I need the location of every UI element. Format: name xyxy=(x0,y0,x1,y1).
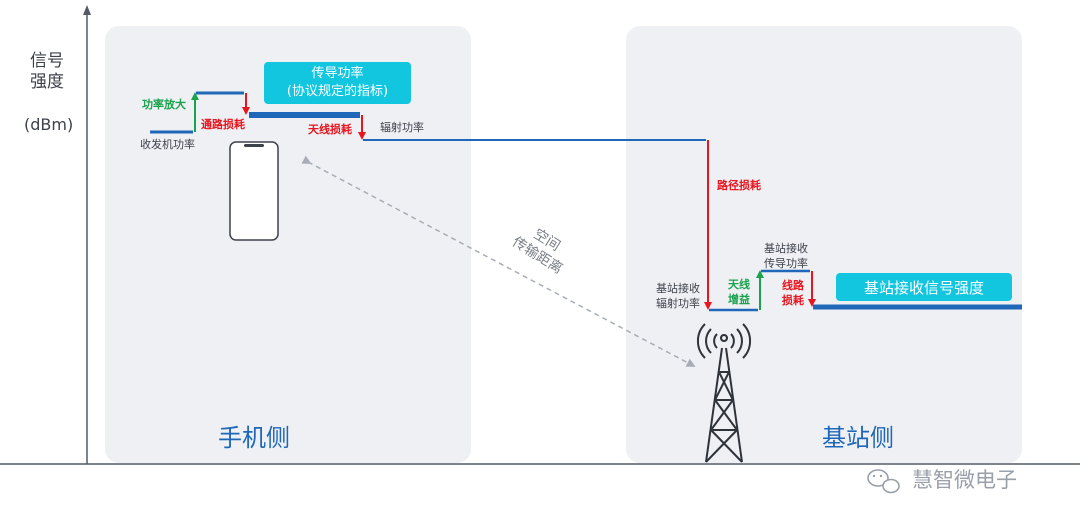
power-amplify-label: 功率放大 xyxy=(142,98,186,111)
signal-level-path xyxy=(150,91,1022,312)
conducted-power-note: (协议规定的指标) xyxy=(286,84,389,99)
bs-conducted-line1: 基站接收 xyxy=(764,242,808,255)
transmission-distance-arrow xyxy=(301,155,696,367)
antenna-gain-line1: 天线 xyxy=(728,278,750,291)
watermark-text: 慧智微电子 xyxy=(912,468,1017,492)
antenna-loss-label: 天线损耗 xyxy=(308,123,352,136)
circuit-loss-label: 通路损耗 xyxy=(201,118,245,131)
y-axis-label-2: 强度 xyxy=(30,72,64,92)
bs-radiated-label: 基站接收 辐射功率 xyxy=(656,281,700,311)
antenna-gain-line2: 增益 xyxy=(728,293,750,306)
phone-icon xyxy=(229,141,279,241)
antenna-gain-label: 天线 增益 xyxy=(728,277,750,307)
path-loss-label: 路径损耗 xyxy=(717,179,761,192)
y-axis-label: 信号 xyxy=(30,51,64,71)
phone-side-title: 手机侧 xyxy=(218,424,290,452)
bs-radiated-line2: 辐射功率 xyxy=(656,297,700,310)
cell-tower-icon xyxy=(696,323,752,463)
station-side-title: 基站侧 xyxy=(822,424,894,452)
transceiver-power-label: 收发机功率 xyxy=(140,138,195,151)
bs-radiated-line1: 基站接收 xyxy=(656,282,700,295)
radiated-power-label: 辐射功率 xyxy=(380,121,424,134)
y-axis-unit: (dBm) xyxy=(24,115,74,134)
line-loss-line2: 损耗 xyxy=(782,294,804,307)
wechat-logo-icon xyxy=(867,469,900,494)
bs-conducted-label: 基站接收 传导功率 xyxy=(764,241,808,271)
bs-signal-strength-label: 基站接收信号强度 xyxy=(863,278,984,297)
line-loss-line1: 线路 xyxy=(782,279,804,292)
conducted-power-label: 传导功率 xyxy=(311,66,364,81)
line-loss-label: 线路 损耗 xyxy=(782,278,804,308)
conducted-power-box: 传导功率 (协议规定的指标) xyxy=(264,62,411,104)
bs-signal-strength-box: 基站接收信号强度 xyxy=(836,273,1012,301)
bs-conducted-line2: 传导功率 xyxy=(764,257,808,270)
